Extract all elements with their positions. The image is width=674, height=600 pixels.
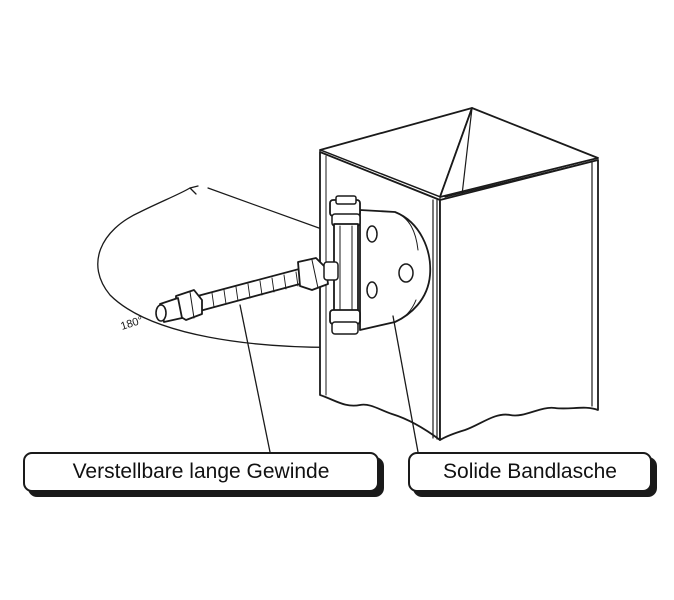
label-solid-strap-text: Solide Bandlasche [443, 460, 617, 483]
swing-arc [97, 187, 361, 348]
label-solid-strap: Solide Bandlasche [408, 452, 652, 492]
label-adjustable-threads-text: Verstellbare lange Gewinde [72, 460, 330, 483]
post-cap-right [439, 107, 599, 198]
swing-arrow-start [189, 185, 199, 195]
rod-nut-inner [297, 257, 329, 291]
leader-threads [239, 304, 271, 453]
label-adjustable-threads: Verstellbare lange Gewinde [23, 452, 379, 492]
plate-hole-3 [366, 281, 378, 299]
plate-hole-2 [398, 263, 414, 283]
rod-end [155, 304, 167, 322]
plate-hole-1 [366, 225, 378, 243]
post-right-face [439, 159, 599, 441]
hinge-barrel [329, 195, 361, 335]
angle-label: 180° [119, 314, 144, 332]
swing-ref-top [207, 187, 331, 233]
strap-plate [359, 209, 432, 331]
leader-strap [392, 315, 419, 453]
threaded-rod [155, 257, 339, 323]
